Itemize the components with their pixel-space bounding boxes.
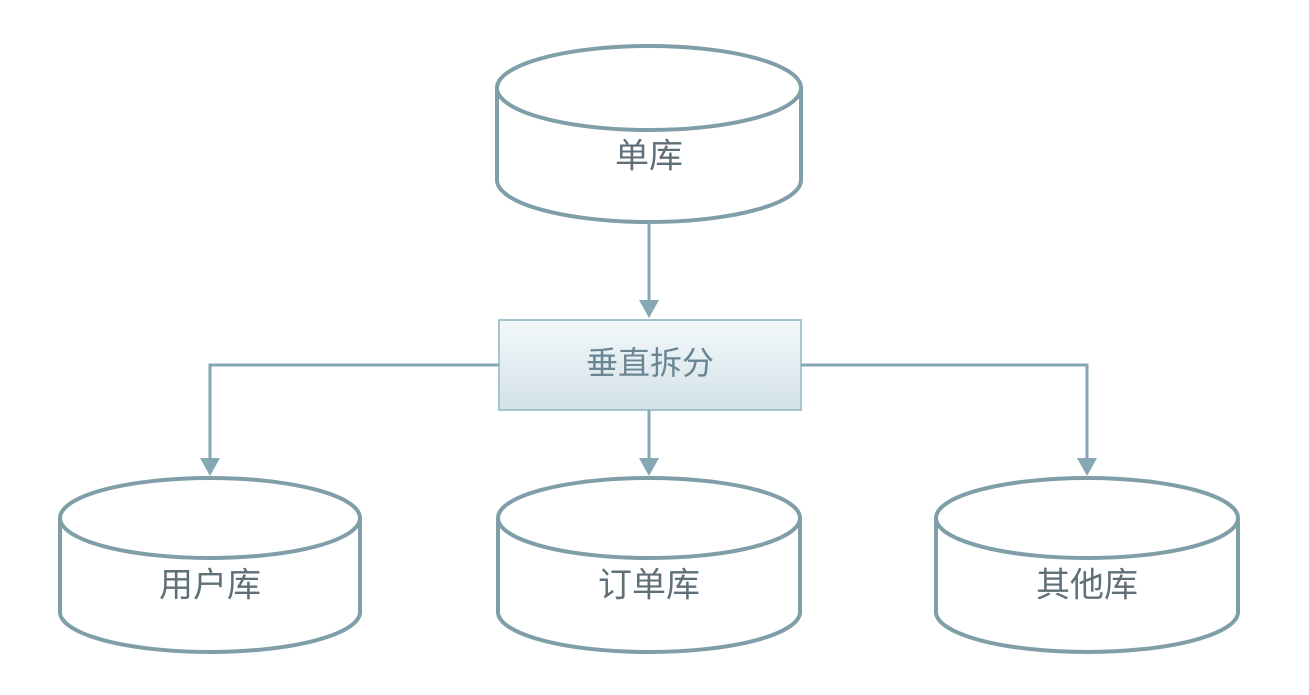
user-database: 用户库 [58, 476, 362, 654]
connector-process-to-user-db [200, 363, 499, 476]
user-database-label: 用户库 [159, 566, 261, 606]
source-database-top [495, 44, 803, 132]
source-database: 单库 [495, 44, 803, 224]
process-box-rect [498, 319, 802, 411]
arrowhead-icon [200, 458, 220, 476]
arrowhead-icon [1077, 458, 1097, 476]
order-database-top [496, 476, 802, 560]
process-box-label: 垂直拆分 [586, 344, 714, 382]
order-database-label: 订单库 [598, 566, 700, 606]
order-database: 订单库 [496, 476, 802, 654]
connector-process-to-order-db [639, 410, 659, 476]
other-database-label: 其他库 [1036, 566, 1138, 606]
arrowhead-icon [639, 458, 659, 476]
source-database-label: 单库 [615, 137, 683, 177]
user-database-top [58, 476, 362, 560]
connector-source-to-process [639, 222, 659, 318]
connector-process-to-other-db [801, 363, 1097, 476]
arrowhead-icon [639, 300, 659, 318]
other-database: 其他库 [934, 476, 1240, 654]
process-box: 垂直拆分 [498, 319, 802, 411]
other-database-top [934, 476, 1240, 560]
